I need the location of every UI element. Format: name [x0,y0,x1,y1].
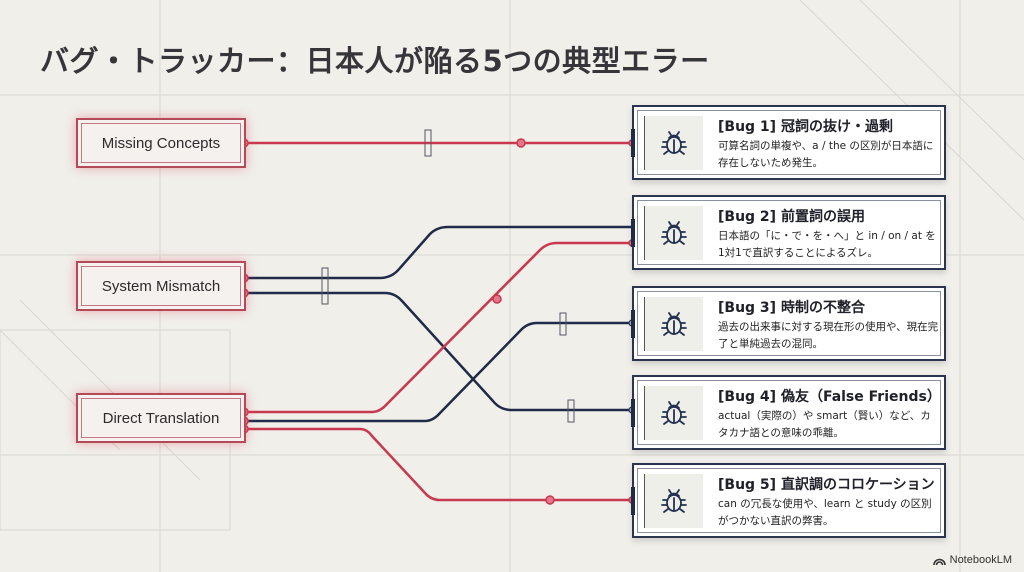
line-direct-to-bug2 [244,241,632,414]
bug-title: [Bug 2] 前置詞の誤用 [718,209,865,225]
bug-card-3: [Bug 3] 時制の不整合過去の出来事に対する現在形の使用や、現在完了と単純過… [631,286,946,361]
source-direct-translation: Direct Translation [76,393,246,443]
bug-icon-box [644,206,703,260]
source-missing-concepts: Missing Concepts [76,118,246,168]
bug-description: can の冗長な使用や、learn と study の区別がつかない直訳の弊害。 [718,498,932,527]
bug-description: 可算名詞の単複や、a / the の区別が日本語に存在しないため発生。 [718,140,934,169]
line-direct-to-bug3 [244,321,632,423]
bug-title: [Bug 3] 時制の不整合 [718,300,865,316]
bug-title: [Bug 4] 偽友（False Friends） [718,389,941,405]
bug-icon-box [644,474,703,528]
bug-description: actual（実際の）や smart（賢い）など、カタカナ語との意味の乖離。 [718,410,931,439]
brand-label: NotebookLM [949,554,1012,566]
bug-icon-box [644,386,703,440]
bug-description: 日本語の「に・で・を・へ」と in / on / at を1対1で直訳することに… [718,230,936,259]
line-system-to-bug4 [244,291,632,412]
bug-icon-box [644,297,703,351]
notebooklm-logo-icon [932,558,946,565]
source-label: System Mismatch [101,277,221,295]
notebooklm-brand: NotebookLM [932,554,1012,566]
bug-title: [Bug 5] 直訳調のコロケーション [718,477,935,493]
bug-card-5: [Bug 5] 直訳調のコロケーション can の冗長な使用や、learn と s… [631,463,946,538]
source-label: Direct Translation [102,409,220,427]
line-direct-to-bug5 [244,427,632,502]
bug-icon-box [644,116,703,170]
bug-card-2: [Bug 2] 前置詞の誤用日本語の「に・で・を・へ」と in / on / a… [631,195,946,270]
bug-title: [Bug 1] 冠詞の抜け・過剰 [718,119,893,135]
bug-card-4: [Bug 4] 偽友（False Friends） actual（実際の）や sm… [631,375,946,450]
line-system-to-bug2 [244,225,632,280]
page-title: バグ・トラッカー：日本人が陥る5つの典型エラー [40,44,710,78]
bug-card-1: [Bug 1] 冠詞の抜け・過剰可算名詞の単複や、a / the の区別が日本語… [631,105,946,180]
source-system-mismatch: System Mismatch [76,261,246,311]
bug-description: 過去の出来事に対する現在形の使用や、現在完了と単純過去の混同。 [718,321,939,350]
source-label: Missing Concepts [101,134,221,152]
